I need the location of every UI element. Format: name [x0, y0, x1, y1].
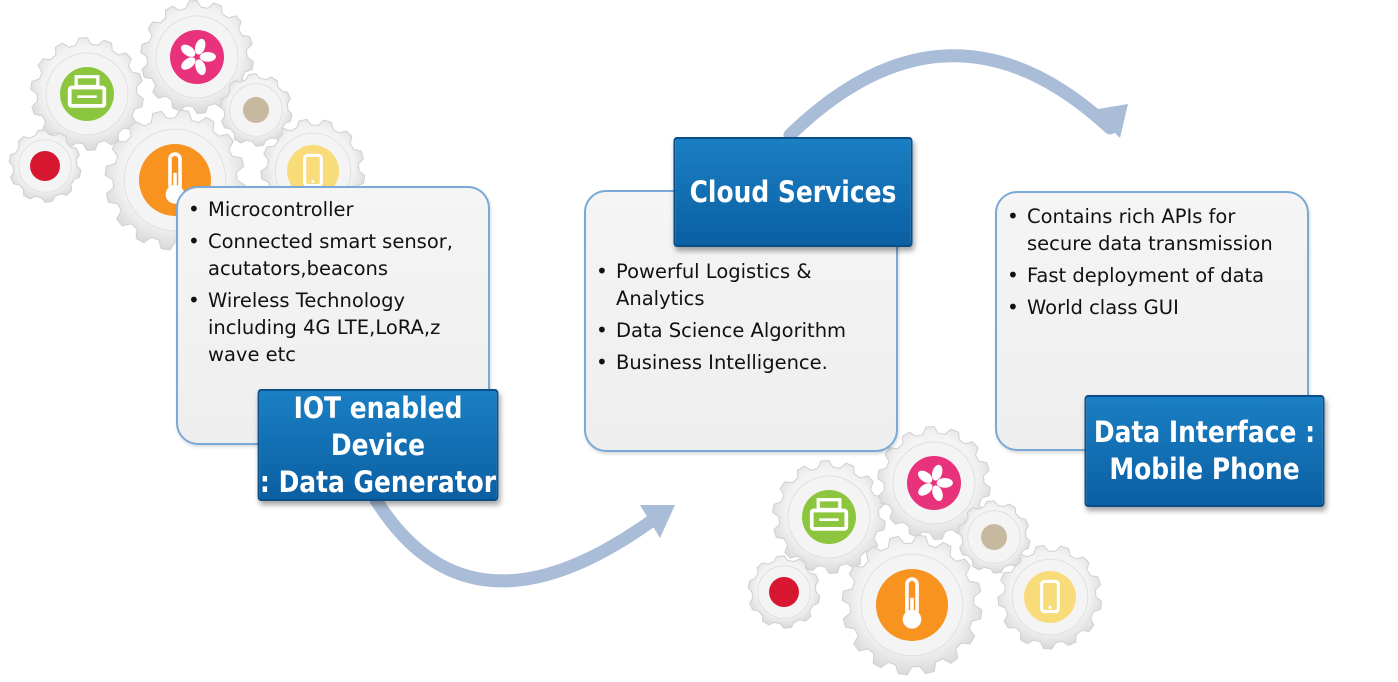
- cash-register-icon: [30, 36, 144, 152]
- icon-disc: [1024, 571, 1076, 623]
- yelp-petal: [936, 477, 953, 488]
- cash-register-screen: [74, 75, 100, 89]
- tan-dot-icon: [219, 73, 293, 147]
- data-bullet: Fast deployment of data: [1005, 262, 1297, 289]
- thermometer-icon: [841, 534, 983, 676]
- cloud-bullet: Powerful Logistics & Analytics: [594, 258, 886, 312]
- yelp-petal: [917, 470, 933, 483]
- cash-register-screen: [816, 498, 842, 512]
- arrow-iot-to-cloud: [369, 493, 657, 588]
- icon-disc: [981, 524, 1007, 550]
- yelp-icon: [877, 425, 991, 541]
- yelp-petal: [180, 44, 196, 57]
- iot-description-panel: Microcontroller Connected smart sensor, …: [176, 186, 490, 445]
- icon-disc: [30, 151, 60, 181]
- red-dot-icon: [8, 129, 82, 203]
- red-dot-icon: [747, 555, 821, 629]
- gear-cluster-bottom: [747, 425, 1103, 676]
- iot-bullet: Microcontroller: [186, 196, 478, 223]
- mobile-phone-icon: [997, 544, 1103, 650]
- cloud-bullet: Data Science Algorithm: [594, 317, 886, 344]
- icon-disc: [769, 577, 799, 607]
- yelp-petal: [195, 59, 206, 76]
- yelp-petal: [932, 485, 943, 502]
- yelp-petal: [194, 38, 206, 55]
- phone-body: [303, 153, 323, 188]
- data-bullet: Contains rich APIs for secure data trans…: [1005, 203, 1297, 257]
- icon-disc: [907, 456, 961, 510]
- data-bullet-list: Contains rich APIs for secure data trans…: [1005, 203, 1297, 326]
- yelp-petal: [918, 483, 933, 496]
- cloud-services-title: Cloud Services: [689, 174, 897, 209]
- yelp-icon: [140, 0, 254, 115]
- yelp-petal: [181, 57, 196, 70]
- iot-device-title-box: IOT enabled Device : Data Generator: [257, 389, 499, 501]
- data-interface-title-box: Data Interface : Mobile Phone: [1084, 395, 1325, 507]
- iot-device-title: IOT enabled Device : Data Generator: [259, 390, 497, 499]
- arrow-cloud-to-data: [783, 49, 1117, 142]
- yelp-petal: [199, 51, 216, 62]
- icon-disc: [170, 30, 224, 84]
- phone-button: [1048, 605, 1052, 609]
- iot-bullet-list: Microcontroller Connected smart sensor, …: [186, 196, 478, 373]
- arrow-cloud-to-data-head: [1092, 104, 1128, 138]
- data-bullet: World class GUI: [1005, 294, 1297, 321]
- data-interface-title: Data Interface : Mobile Phone: [1093, 415, 1316, 486]
- phone-button: [311, 179, 315, 183]
- tan-dot-icon: [957, 500, 1031, 574]
- cloud-bullet: Business Intelligence.: [594, 349, 886, 376]
- arrow-iot-to-cloud-head: [640, 505, 675, 538]
- iot-bullet: Connected smart sensor, acutators,beacon…: [186, 228, 478, 282]
- cash-register-icon: [772, 459, 886, 575]
- iot-bullet: Wireless Technology including 4G LTE,LoR…: [186, 287, 478, 368]
- phone-body: [1040, 579, 1060, 614]
- cloud-services-title-box: Cloud Services: [673, 137, 913, 247]
- thermometer-bulb: [902, 610, 922, 629]
- cloud-bullet-list: Powerful Logistics & Analytics Data Scie…: [594, 258, 886, 381]
- icon-disc: [243, 97, 269, 123]
- yelp-petal: [931, 464, 943, 481]
- icon-disc: [287, 145, 339, 197]
